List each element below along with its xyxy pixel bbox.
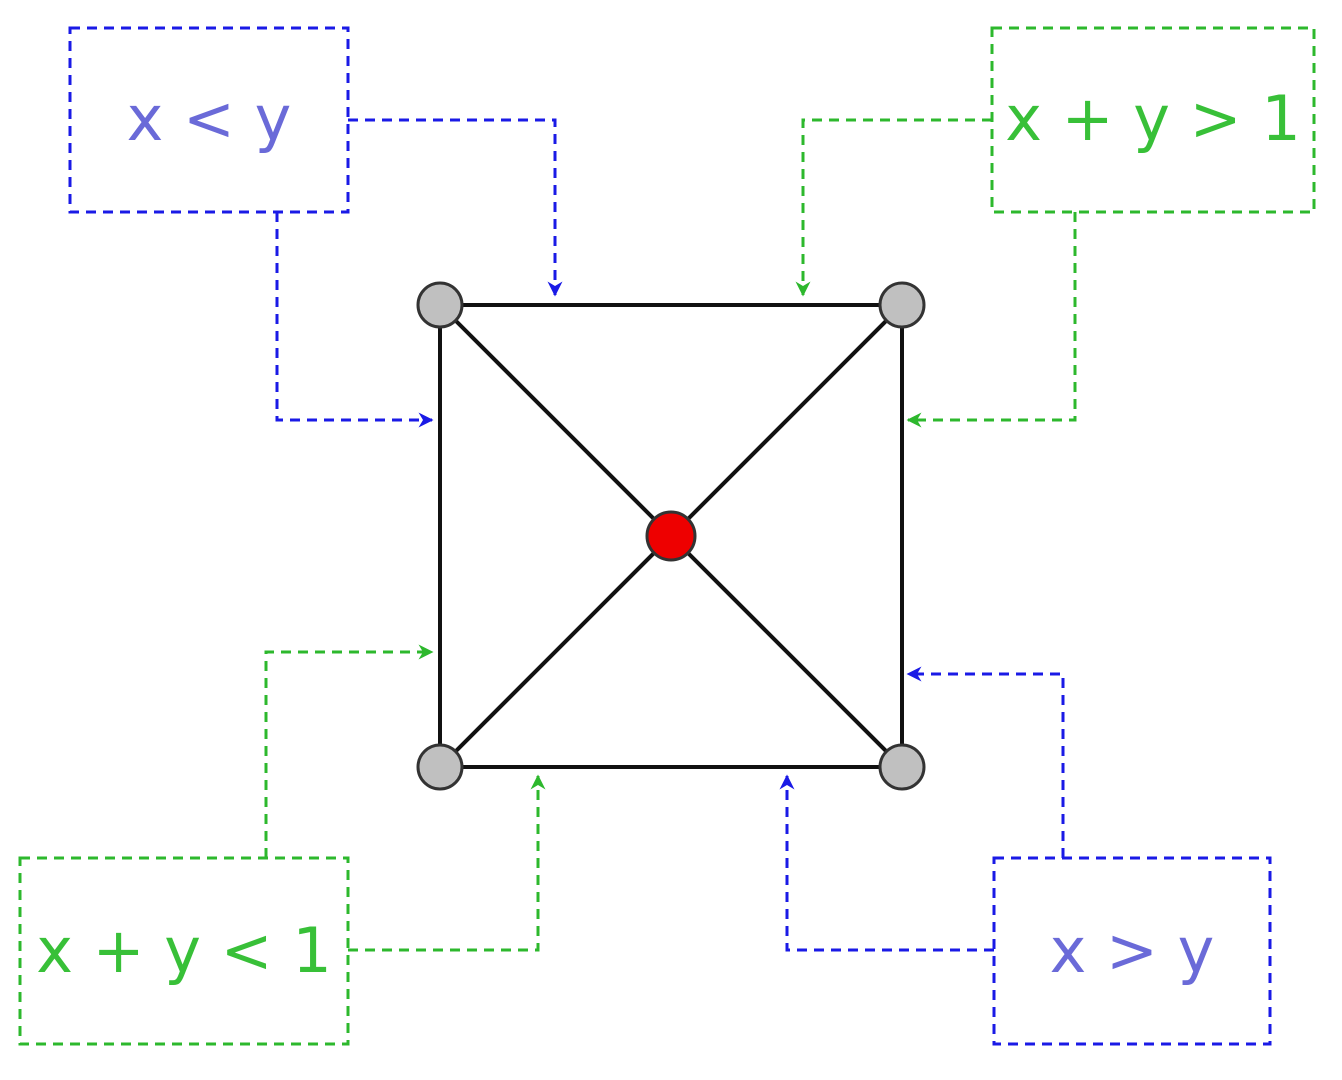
- arrow-xgty-to-bottom-edge: [779, 774, 994, 952]
- constraint-label-sum-lt-1: x + y < 1: [36, 914, 332, 987]
- constraint-label-x-lt-y: x < y: [127, 82, 292, 155]
- arrow-xlty-to-left-edge: [275, 212, 434, 428]
- square-outline: [438, 303, 904, 769]
- arrow-sumlt1-to-left-edge: [264, 644, 434, 858]
- corner-node-bottom-left: [416, 743, 464, 791]
- constraint-box-bottom-left: x + y < 1: [18, 856, 350, 1046]
- center-node: [645, 510, 697, 562]
- constraint-box-top-left: x < y: [68, 26, 350, 214]
- arrow-xlty-to-top-edge: [348, 118, 563, 297]
- corner-node-top-right: [878, 281, 926, 329]
- constraint-box-top-right: x + y > 1: [990, 26, 1316, 214]
- constraint-label-sum-gt-1: x + y > 1: [1005, 82, 1301, 155]
- arrow-sumlt1-to-bottom-edge: [348, 774, 546, 952]
- corner-node-top-left: [416, 281, 464, 329]
- constraint-label-x-gt-y: x > y: [1050, 914, 1215, 987]
- arrow-sumgt1-to-top-edge: [795, 118, 992, 297]
- corner-node-bottom-right: [878, 743, 926, 791]
- constraint-box-bottom-right: x > y: [992, 856, 1272, 1046]
- arrow-sumgt1-to-right-edge: [906, 212, 1077, 428]
- arrow-xgty-to-right-edge: [906, 666, 1065, 858]
